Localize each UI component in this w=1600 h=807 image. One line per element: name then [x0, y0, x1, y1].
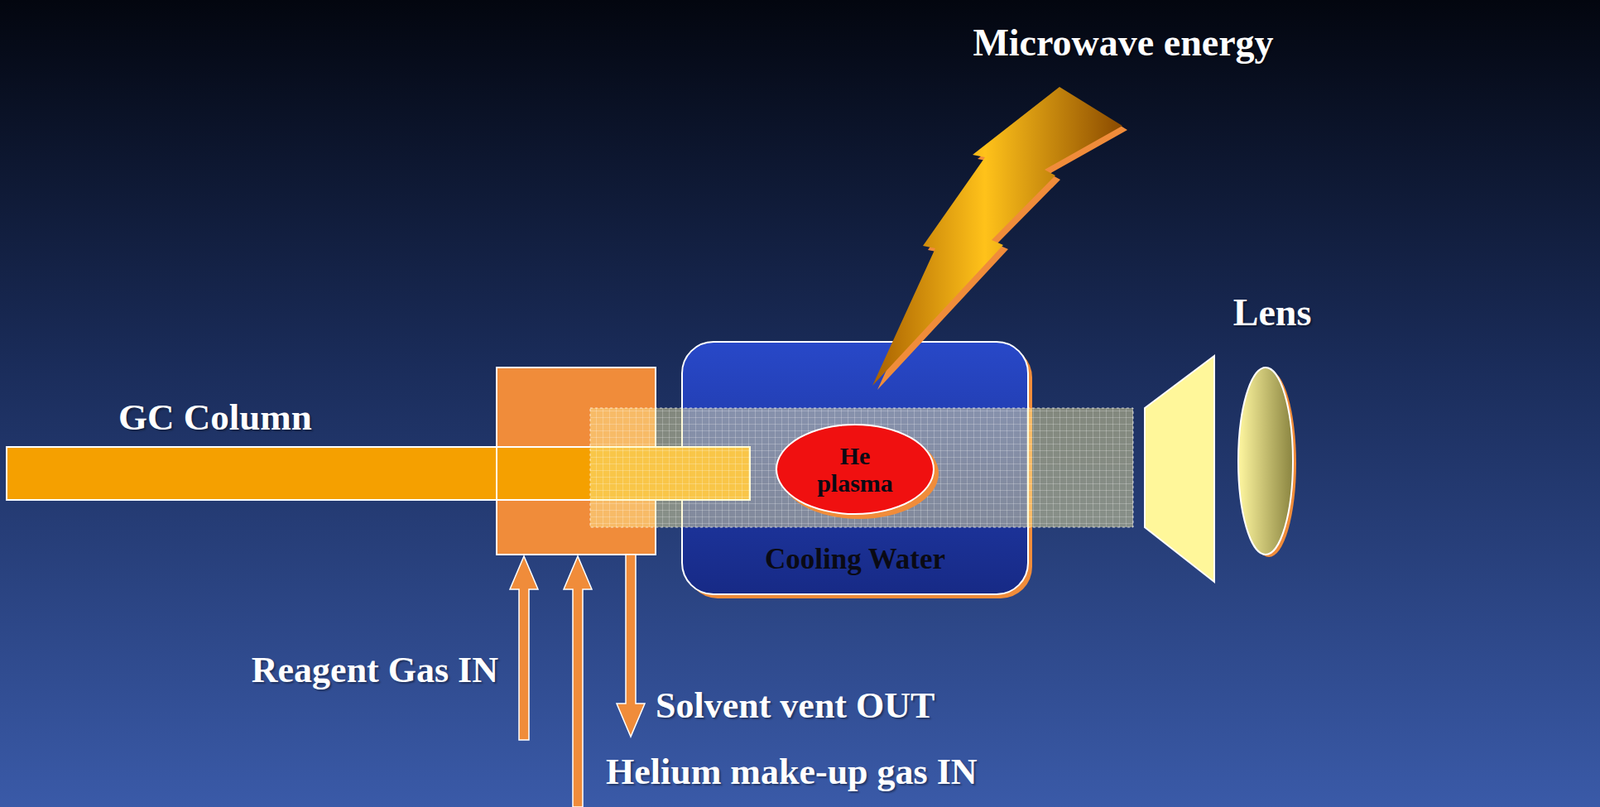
plasma-text: He plasma: [805, 442, 905, 497]
lens-cone: [1144, 355, 1215, 582]
discharge-tube: [590, 408, 1134, 528]
cooling-water-box: Cooling Water He plasma: [682, 341, 1029, 595]
discharge-tube-grid: [590, 408, 1134, 528]
solvent-vent-label: Solvent vent OUT: [655, 686, 935, 726]
lens-label: Lens: [1233, 292, 1312, 335]
reagent-gas-label: Reagent Gas IN: [251, 650, 499, 691]
helium-inlet-arrow: [563, 556, 592, 807]
helium-gas-label: Helium make-up gas IN: [605, 752, 978, 793]
reagent-inlet-arrow: [509, 556, 539, 740]
cooling-water-text: Cooling Water: [764, 542, 946, 577]
microwave-label: Microwave energy: [972, 22, 1274, 65]
gc-column-label: GC Column: [118, 397, 313, 439]
lens: [1238, 367, 1293, 555]
microwave-bolt: [872, 86, 1123, 386]
plasma-ellipse: He plasma: [775, 423, 935, 515]
solvent-vent-arrow: [616, 554, 645, 737]
